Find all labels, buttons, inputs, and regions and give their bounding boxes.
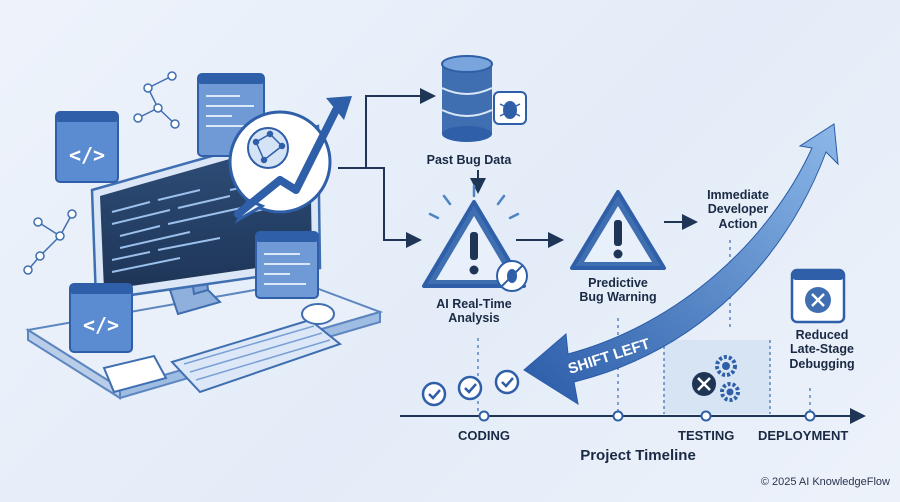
past-bug-data-label: Past Bug Data (426, 153, 512, 167)
warning-triangle-icon (422, 184, 526, 288)
reduced-debugging-label: Reduced Late-Stage Debugging (774, 328, 870, 371)
code-window-icon: </> (69, 283, 133, 353)
ai-analysis-line: Analysis (448, 311, 500, 326)
checkmark-icon (421, 381, 447, 407)
immediate-line: Action (718, 216, 758, 231)
reduced-line: Late-Stage (790, 342, 854, 357)
reduced-line: Debugging (789, 356, 855, 371)
trend-arrow-icon (234, 106, 340, 218)
copyright-notice: © 2025 AI KnowledgeFlow (760, 476, 890, 488)
predictive-warning-label: Predictive Bug Warning (556, 276, 680, 305)
bug-icon (493, 91, 527, 125)
timeline-title: Project Timeline (580, 447, 696, 464)
network-graph-icon (133, 71, 180, 129)
network-graph-icon (23, 209, 77, 275)
svg-text:</>: </> (69, 143, 105, 167)
immediate-line: Immediate (707, 188, 769, 202)
immediate-line: Developer (707, 202, 769, 217)
code-window-icon (255, 231, 319, 299)
immediate-action-label: Immediate Developer Action (690, 188, 786, 231)
gear-icon (715, 355, 737, 377)
mouse-icon (301, 303, 335, 325)
checkmark-icon (457, 375, 483, 401)
error-x-icon (692, 372, 716, 396)
timeline-stage-deployment: DEPLOYMENT (758, 428, 849, 443)
predictive-line: Bug Warning (579, 290, 657, 305)
notepad-icon (102, 354, 168, 394)
warning-triangle-icon (570, 190, 666, 270)
shift-left-arrow (523, 123, 839, 406)
database-icon (441, 55, 493, 142)
ai-analysis-line: AI Real-Time (436, 297, 512, 311)
checkmark-icon (494, 369, 520, 395)
reduced-line: Reduced (795, 328, 849, 342)
ai-brain-icon (228, 110, 332, 224)
timeline-stage-testing: TESTING (678, 428, 735, 443)
svg-text:</>: </> (83, 313, 119, 337)
predictive-line: Predictive (588, 276, 648, 290)
bug-icon (496, 260, 528, 292)
testing-zone (664, 340, 770, 414)
code-window-icon: </> (55, 111, 119, 183)
ai-analysis-label: AI Real-Time Analysis (408, 297, 540, 326)
connector-arrows (338, 88, 698, 248)
error-x-icon (790, 268, 846, 324)
timeline-stage-coding: CODING (458, 428, 510, 443)
keyboard-icon (170, 318, 343, 394)
gear-icon (720, 382, 740, 402)
timeline-axis (400, 408, 866, 424)
